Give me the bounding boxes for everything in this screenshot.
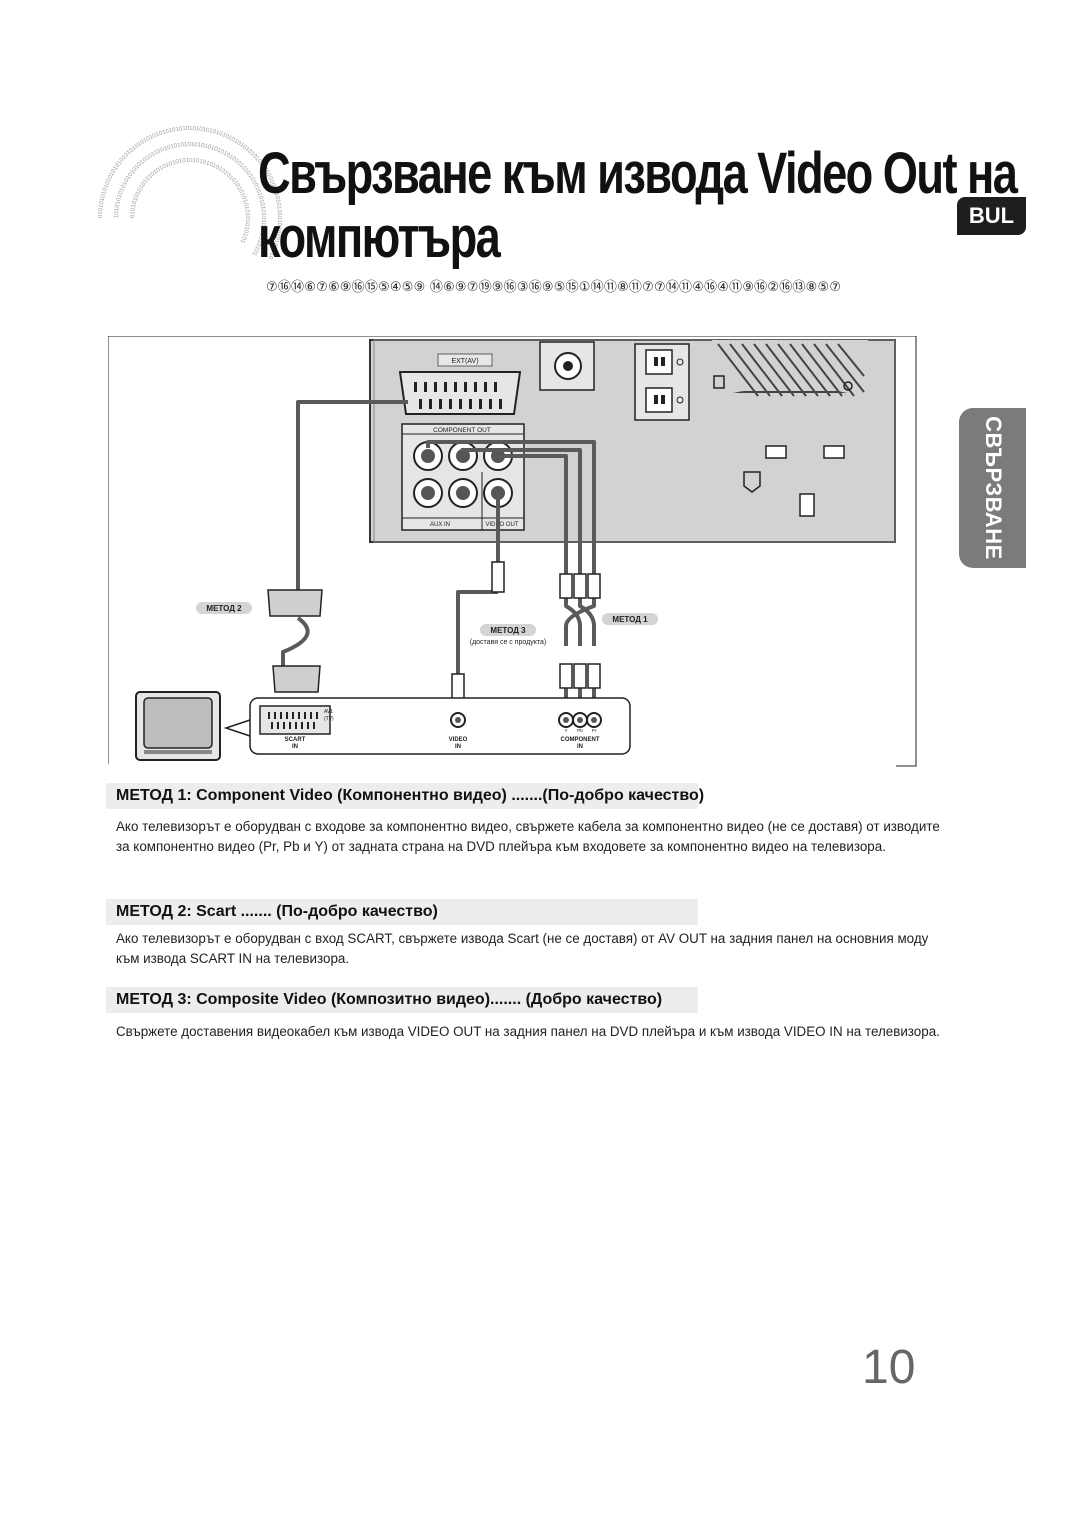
av1-sub-label: (TV) [324,716,334,722]
page-title: Свързване към извода Video Out на компют… [258,141,1018,270]
tv-input-panel [249,697,631,755]
title-line-1: Свързване към извода Video Out на [258,141,1018,206]
garbled-subtitle: ⑦⑯⑭⑥⑦⑥⑨⑯⑮⑤④⑤⑨ ⑭⑥⑨⑦⑲⑨⑯③⑯⑨⑤⑮①⑭⑪⑧⑪⑦⑦⑭⑪④⑯④⑪⑨… [266,280,842,295]
page-number: 10 [862,1341,916,1394]
y-label: Y [564,728,567,733]
scart-in-label-2: IN [292,744,298,750]
method2-tag: МЕТОД 2 [206,604,242,613]
method1-tag: МЕТОД 1 [612,615,648,624]
scart-in-port [259,705,331,735]
method3-text: Свържете доставения видеокабел към извод… [116,1024,940,1039]
svg-text:010101010101010101010101010101: 0101010101010101010101010101010101010101… [130,158,250,244]
antenna-jack [539,341,595,391]
av-jack-block [401,423,525,531]
method1-heading: МЕТОД 1: Component Video (Компонентно ви… [106,783,704,809]
television [135,691,221,761]
component-out-label: COMPONENT OUT [433,427,491,434]
section-tab: СВЪРЗВАНЕ [959,408,1026,568]
scart-plug-bottom [272,665,321,693]
component-in-label-2: IN [577,744,583,750]
video-in-label: VIDEO [449,737,468,743]
pr-label: Pr [592,728,597,733]
method1-text: Ако телевизорът е оборудван с входове за… [116,819,940,854]
av1-label: AV1 [324,709,333,715]
title-line-2: компютъра [258,205,501,270]
component-in-label: COMPONENT [561,737,600,743]
method3-tag: МЕТОД 3 [490,626,526,635]
section-tab-label: СВЪРЗВАНЕ [980,416,1006,560]
connection-diagram: EXT(AV) COMPON [108,336,917,767]
binary-rings-decoration: 0101010101010101010101010101010101010101… [98,126,282,260]
method2-heading: МЕТОД 2: Scart ....... (По-добро качеств… [106,899,698,925]
diagram-frame [108,336,917,767]
method2-text: Ако телевизорът е оборудван с вход SCART… [116,931,929,966]
ext-av-label: EXT(AV) [451,358,478,365]
video-out-label: VIDEO OUT [485,522,518,528]
method3-heading: МЕТОД 3: Composite Video (Композитно вид… [106,987,698,1013]
video-in-label-2: IN [455,744,461,750]
pb-label: Pb [577,728,583,733]
scart-in-label: SCART [285,737,306,743]
language-badge: BUL [957,197,1026,235]
scart-plug-top [267,589,323,617]
cables [281,400,596,708]
aux-in-label: AUX IN [430,522,450,528]
method3-note: (доставя се с продукта) [470,639,547,646]
